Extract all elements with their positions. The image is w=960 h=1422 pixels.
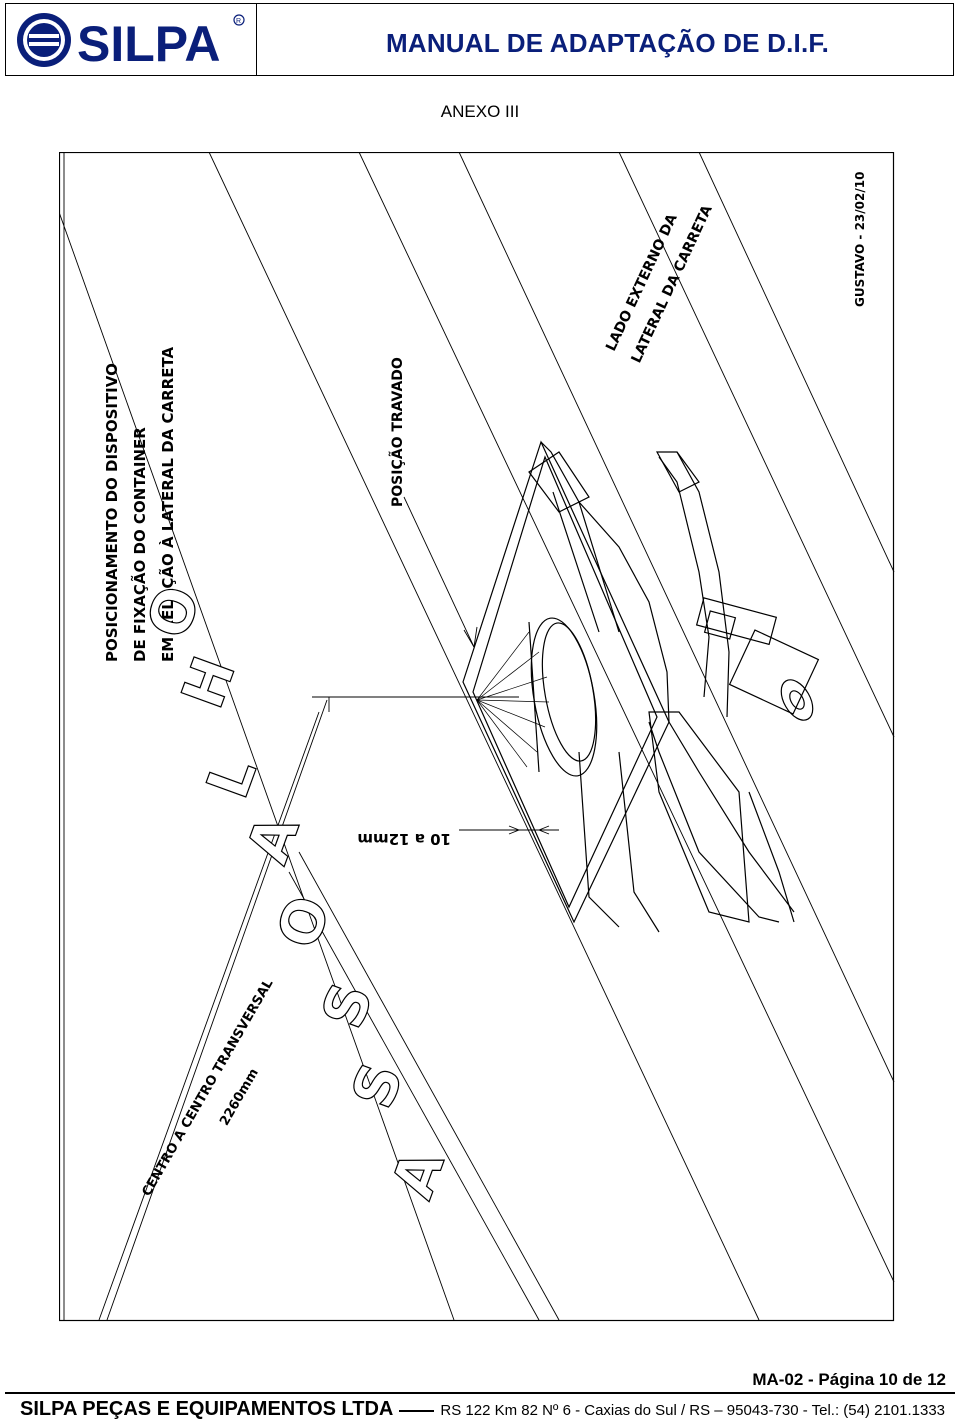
floor-letter-7: H	[168, 648, 249, 717]
leader-lines	[312, 496, 559, 835]
floor-letter-6: L	[193, 749, 270, 807]
footer-dash	[399, 1409, 435, 1412]
footer: SILPA PEÇAS E EQUIPAMENTOS LTDA RS 122 Km…	[20, 1398, 945, 1421]
floor-lettering: A S S O A L H O	[133, 577, 458, 1208]
author-date: GUSTAVO - 23/02/10	[853, 172, 867, 307]
logo-text: SILPA	[77, 16, 221, 69]
page-reference: MA-02 - Página 10 de 12	[752, 1370, 946, 1389]
annex-title: ANEXO III	[440, 102, 520, 121]
mechanism-assembly	[462, 440, 820, 933]
drawing-title-line-2: DE FIXAÇÃO DO CONTAINER	[130, 427, 149, 662]
logo-cell: SILPA R	[5, 3, 257, 76]
technical-drawing: POSICIONAMENTO DO DISPOSITIVO DE FIXAÇÃO…	[59, 152, 895, 1322]
footer-divider	[5, 1392, 955, 1394]
floor-letter-4: O	[263, 887, 344, 957]
drawing-title-line-1: POSICIONAMENTO DO DISPOSITIVO	[103, 363, 121, 662]
perspective-lines	[59, 152, 895, 1321]
silpa-logo: SILPA R	[17, 13, 245, 69]
drawing-border	[59, 152, 895, 1322]
svg-text:R: R	[236, 18, 241, 25]
document-title: MANUAL DE ADAPTAÇÃO DE D.I.F.	[386, 28, 829, 58]
floor-letter-1: A	[378, 1141, 457, 1207]
header-frame	[5, 3, 954, 76]
dimension-offset: 10 a 12mm	[357, 830, 451, 848]
floor-letter-3: S	[308, 974, 386, 1037]
floor-letter-2: S	[338, 1054, 416, 1117]
center-distance-value: 2260mm	[217, 1066, 262, 1128]
footer-address: RS 122 Km 82 Nº 6 - Caxias do Sul / RS –…	[440, 1402, 946, 1419]
center-distance-label: CENTRO A CENTRO TRANSVERSAL	[139, 977, 276, 1199]
footer-company: SILPA PEÇAS E EQUIPAMENTOS LTDA	[20, 1398, 394, 1420]
drawing-title-line-3: EM RELAÇÃO À LATERAL DA CARRETA	[158, 346, 177, 662]
floor-letter-5: A	[233, 806, 312, 872]
label-locked-position: POSIÇÃO TRAVADO	[389, 357, 406, 507]
